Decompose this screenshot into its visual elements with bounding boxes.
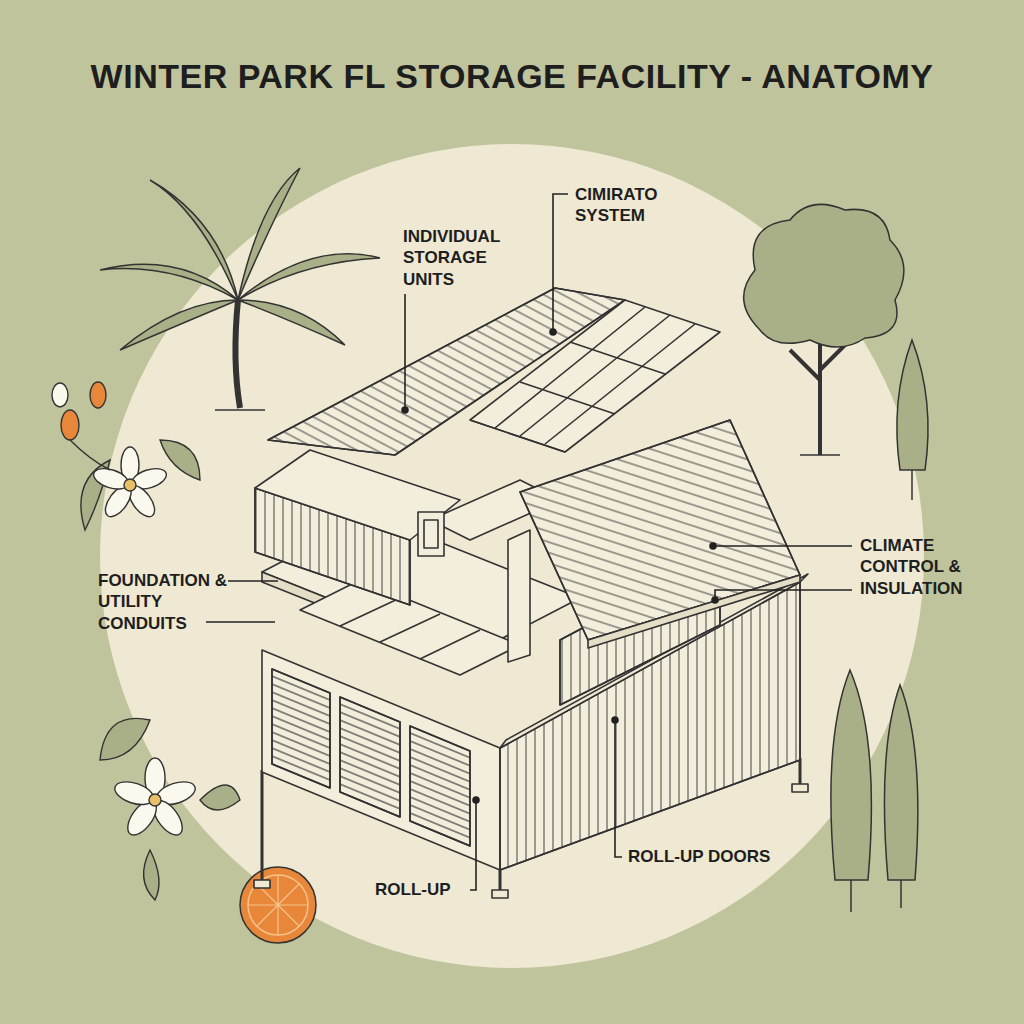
leader-lines [206,194,852,890]
part-label: ROLL-UP DOORS [628,846,770,867]
orange-blossom [100,718,240,900]
diagram-title: WINTER PARK FL STORAGE FACILITY - ANATOM… [82,55,942,98]
palm-tree [100,168,380,410]
part-label: CLIMATE CONTROL & INSULATION [860,535,995,599]
round-tree [744,204,904,455]
orange-slice [240,867,316,943]
part-label: CIMIRATO SYSTEM [575,184,695,227]
orange-blossom [52,382,200,530]
backdrop-circle [100,144,924,968]
cypress-trees [831,340,928,912]
storage-building [254,288,808,898]
part-label: ROLL-UP [375,879,451,900]
part-label: INDIVIDUAL STORAGE UNITS [403,226,533,290]
part-label: FOUNDATION & UTILITY CONDUITS [98,570,228,634]
